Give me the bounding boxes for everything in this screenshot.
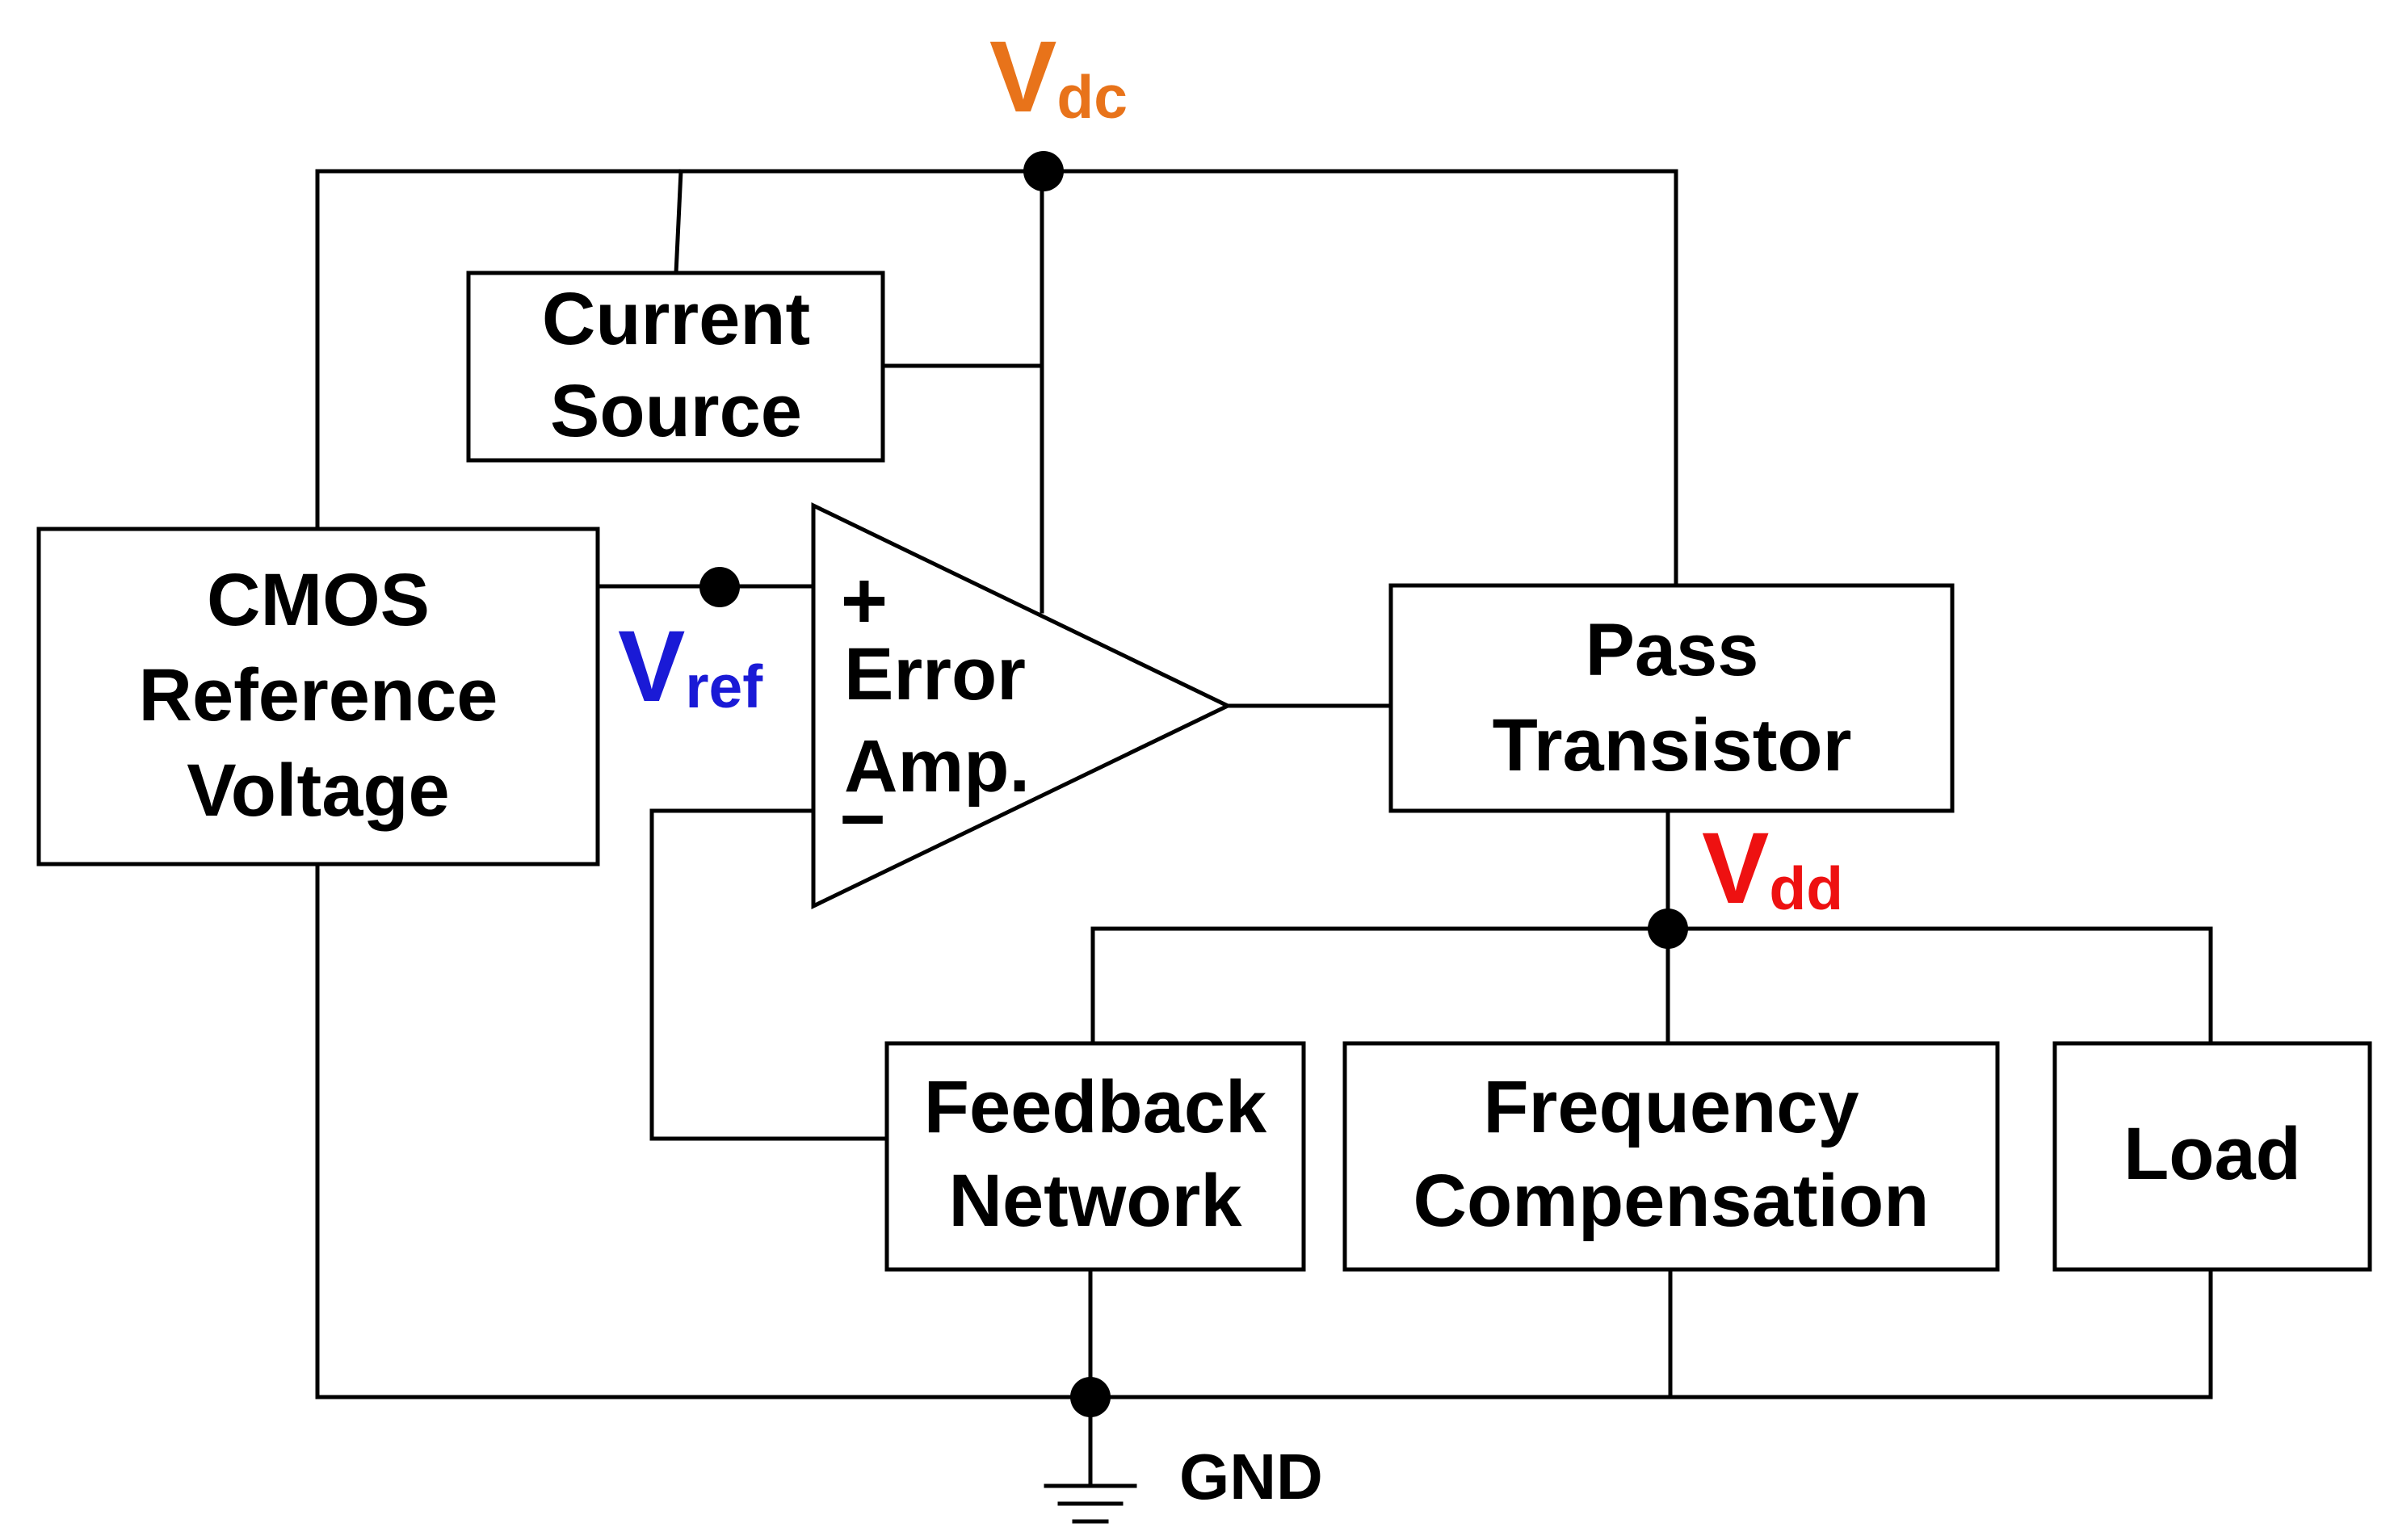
vdd-label-sub: dd — [1769, 854, 1843, 922]
pass-transistor-label-2: Transistor — [1493, 704, 1852, 787]
error-amp-label-1: Error — [844, 633, 1026, 715]
rail-to-current-source-wire — [674, 169, 683, 275]
frequency-compensation-block: Frequency Compensation — [1342, 1041, 2000, 1272]
vdc-label: Vdc — [989, 21, 1128, 133]
cmos-reference-label-1: CMOS — [207, 559, 430, 641]
vref-label: Vref — [618, 611, 763, 723]
current-source-label-2: Source — [550, 370, 802, 452]
vdd-label: Vdd — [1702, 812, 1843, 925]
wires — [315, 169, 2213, 1488]
vdd-bus — [1090, 926, 2213, 1046]
frequency-compensation-label-1: Frequency — [1483, 1066, 1859, 1148]
current-source-label-1: Current — [542, 278, 810, 360]
error-amp-block: + Error Amp. – — [811, 502, 1233, 909]
pass-transistor-label-1: Pass — [1586, 609, 1759, 691]
gnd-label: GND — [1179, 1441, 1323, 1513]
error-amp-label-2: Amp. — [844, 725, 1030, 808]
cmos-reference-label-2: Reference — [139, 654, 498, 736]
vdc-label-main: V — [989, 21, 1056, 133]
cmos-reference-block: CMOS Reference Voltage — [36, 527, 600, 867]
pass-transistor-block: Pass Transistor — [1388, 583, 1955, 813]
vdd-junction-dot — [1648, 908, 1688, 949]
ground-icon — [1044, 1483, 1137, 1524]
non-inverting-input-sign: + — [841, 556, 888, 646]
cmos-reference-label-3: Voltage — [187, 749, 449, 832]
vdc-label-sub: dc — [1056, 63, 1128, 131]
vref-label-main: V — [618, 611, 685, 723]
vref-label-sub: ref — [685, 653, 763, 720]
frequency-compensation-label-2: Compensation — [1413, 1160, 1930, 1242]
feedback-network-label-1: Feedback — [924, 1066, 1267, 1148]
load-block: Load — [2052, 1041, 2372, 1272]
vdd-label-main: V — [1702, 812, 1769, 925]
gnd-junction-dot — [1070, 1377, 1111, 1417]
vdc-junction-dot — [1023, 151, 1064, 191]
feedback-wire — [649, 808, 889, 1141]
load-label: Load — [2123, 1113, 2301, 1195]
feedback-network-label-2: Network — [949, 1160, 1243, 1242]
vref-junction-dot — [699, 567, 740, 607]
feedback-network-block: Feedback Network — [884, 1041, 1306, 1272]
current-source-block: Current Source — [466, 271, 885, 463]
inverting-input-sign: – — [840, 769, 885, 859]
